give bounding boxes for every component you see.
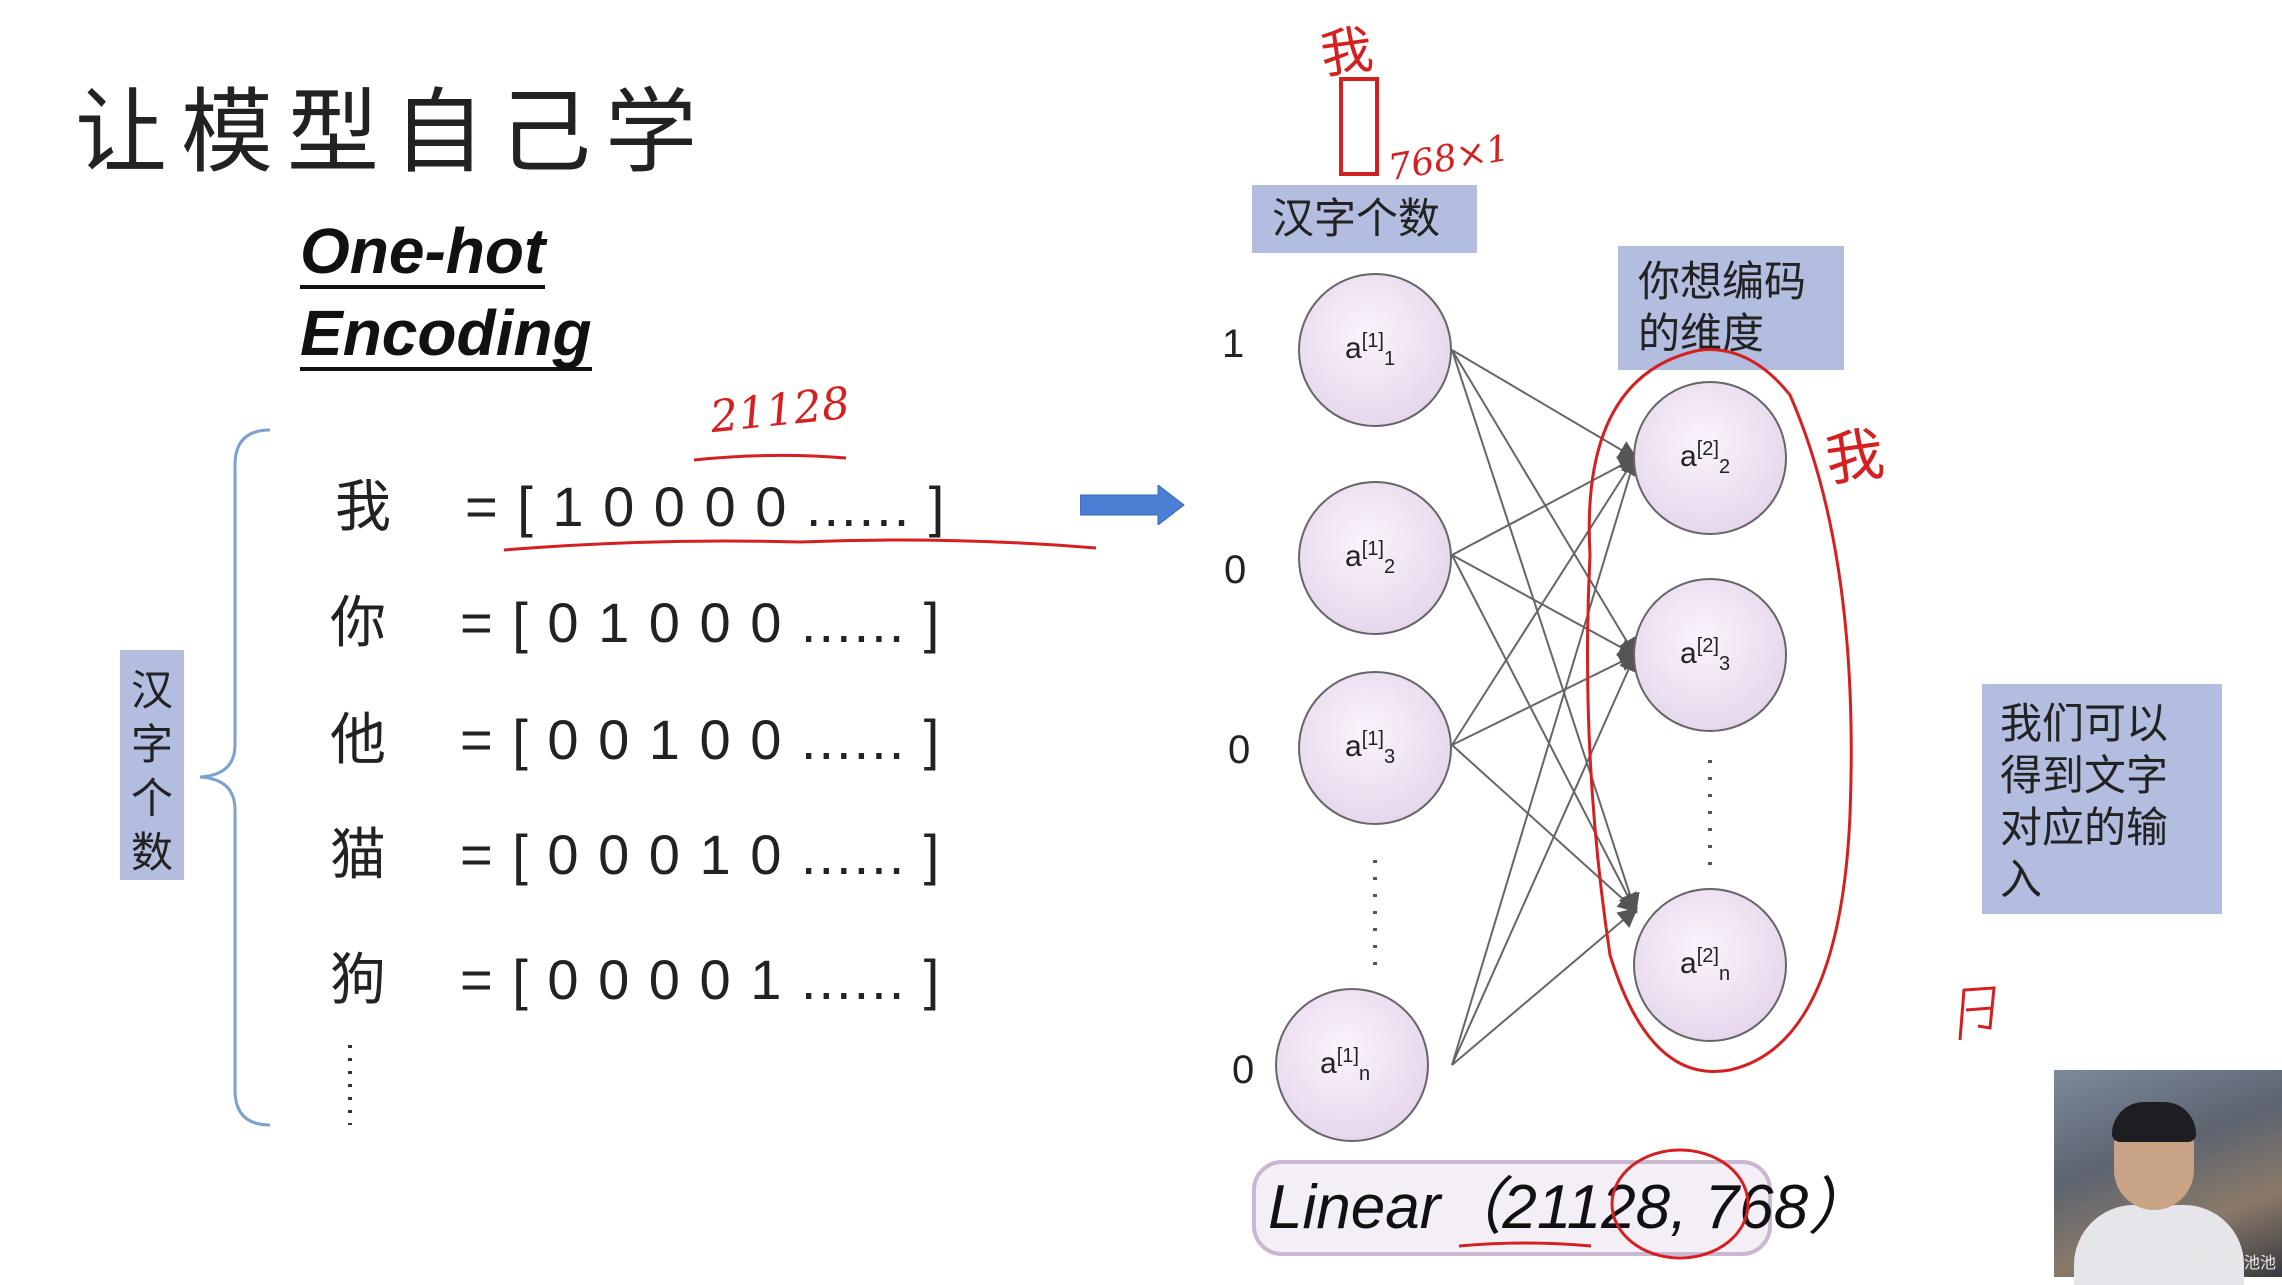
row-mao: 猫= [ 0 0 0 1 0 ...... ]	[330, 823, 942, 888]
onehot-title-line1: One-hot	[300, 217, 546, 290]
side-label-char-count: 汉字个数	[120, 650, 184, 880]
input-value-2: 0	[1224, 548, 1247, 592]
handwritten-vector-rect	[1339, 77, 1379, 176]
neuron-label-l1-2: a[1]2	[1345, 538, 1396, 578]
top-label-char-count: 汉字个数	[1252, 185, 1477, 253]
handwritten-21128: 21128	[707, 377, 853, 444]
webcam-overlay: CSDN @池池池	[2054, 1070, 2282, 1285]
neuron-l2-2	[1633, 381, 1787, 535]
neuron-l1-3	[1298, 671, 1452, 825]
onehot-title-line2: Encoding	[300, 299, 592, 372]
handwritten-circle-768	[1610, 1148, 1750, 1260]
handwritten-underline-21128	[693, 453, 847, 462]
input-value-n: 0	[1232, 1048, 1255, 1092]
input-value-3: 0	[1228, 728, 1251, 772]
row-ni: 你= [ 0 1 0 0 0 ...... ]	[330, 591, 942, 656]
neuron-label-l1-1: a[1]1	[1345, 330, 1396, 370]
watermark: CSDN @池池池	[2161, 1253, 2276, 1272]
handwritten-mark	[1958, 986, 1996, 1041]
handwritten-underline-21128-linear	[1458, 1241, 1592, 1248]
neuron-label-l2-3: a[2]3	[1680, 635, 1731, 675]
neuron-label-l2-2: a[2]2	[1680, 438, 1731, 478]
label-encoding-dim: 你想编码的维度	[1618, 246, 1844, 370]
handwritten-wo-right: 我	[1821, 419, 1889, 495]
neuron-l1-1	[1298, 273, 1452, 427]
handwritten-underline-row1	[503, 538, 1097, 552]
arrow-right-icon	[1080, 485, 1185, 525]
handwritten-layer2-loop	[1586, 348, 1853, 1073]
neuron-label-l1-3: a[1]3	[1345, 728, 1396, 768]
linear-layer-label: Linear（21128, 768）	[1252, 1160, 1870, 1256]
neuron-l1-2	[1298, 481, 1452, 635]
neuron-l1-n	[1275, 988, 1429, 1142]
connections	[1451, 349, 1640, 1066]
neuron-label-l2-n: a[2]n	[1680, 945, 1731, 985]
row-ta: 他= [ 0 0 1 0 0 ...... ]	[330, 708, 942, 773]
left-brace	[199, 428, 271, 1127]
page-title: 让模型自己学	[75, 79, 712, 186]
row-wo: 我= [ 1 0 0 0 0 ...... ]	[335, 475, 947, 540]
row-gou: 狗= [ 0 0 0 0 1 ...... ]	[330, 948, 942, 1013]
rows-ellipsis	[348, 1045, 352, 1125]
handwritten-768x1: 768×1	[1385, 127, 1513, 190]
neuron-label-l1-n: a[1]n	[1320, 1045, 1371, 1085]
label-get-char-input: 我们可以得到文字对应的输入	[1982, 684, 2222, 914]
neural-network	[1275, 273, 1853, 1142]
neuron-l2-n	[1633, 888, 1787, 1042]
input-value-1: 1	[1222, 322, 1245, 366]
neuron-l2-3	[1633, 578, 1787, 732]
